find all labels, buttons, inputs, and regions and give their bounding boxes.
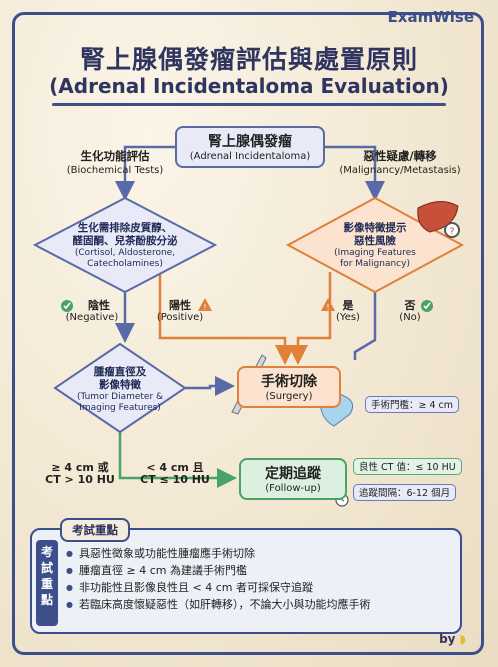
exam-point: 腫瘤直徑 ≥ 4 cm 為建議手術門檻 [66, 562, 370, 579]
exam-side-char: 點 [40, 593, 53, 607]
warning-icon-yes: ! [321, 298, 335, 312]
label-malignancy: 惡性疑慮/轉移 (Malignancy/Metastasis) [330, 150, 470, 177]
bio-diamond-en1: (Cortisol, Aldosterone, [74, 248, 176, 258]
page-subtitle: (Adrenal Incidentaloma Evaluation) [49, 74, 449, 98]
arrow-imaging-yes [288, 272, 332, 365]
node-surgery-cn: 手術切除 [261, 374, 317, 390]
branch-small-tumor: < 4 cm 且 CT ≤ 10 HU [135, 462, 215, 486]
bio-diamond-cn1: 生化需排除皮質醇、 [77, 222, 173, 234]
tumor-diamond-en2: Imaging Features) [79, 403, 161, 413]
surgery-threshold-tag: 手術門檻：≥ 4 cm [365, 396, 460, 413]
bio-diamond-en2: Catecholamines) [87, 259, 163, 269]
arrow-top-to-imaging [325, 145, 385, 201]
arrow-bio-positive [158, 270, 295, 365]
magnifier-icon: ? [444, 222, 460, 238]
exam-point: 非功能性且影像良性且 < 4 cm 者可採保守追蹤 [66, 579, 370, 596]
branch-small-l2: CT ≤ 10 HU [140, 473, 210, 486]
tumor-diamond-cn2: 影像特徵 [99, 379, 141, 391]
branch-no-cn: 否 [404, 299, 416, 312]
branch-small-l1: < 4 cm 且 [146, 461, 204, 474]
branch-no: 否 (No) [395, 300, 425, 324]
imaging-diamond-en2: for Malignancy) [340, 259, 410, 269]
exam-side-char: 試 [40, 561, 53, 575]
exam-side-char: 重 [40, 577, 53, 591]
arrow-imaging-no [353, 288, 377, 360]
node-surgery-en: (Surgery) [265, 391, 313, 402]
branch-negative: 陰性 (Negative) [62, 300, 122, 324]
node-follow-up: 定期追蹤 (Follow-up) [239, 458, 347, 500]
branch-large-tumor: ≥ 4 cm 或 CT > 10 HU [40, 462, 120, 486]
label-biochemical-en: (Biochemical Tests) [66, 165, 164, 176]
arrow-tumor-large [185, 376, 235, 396]
imaging-diamond-en1: (Imaging Features [334, 248, 416, 258]
node-surgery: 手術切除 (Surgery) [237, 366, 341, 408]
arrow-tumor-small [118, 430, 237, 488]
tumor-diamond-cn1: 腫瘤直徑及 [93, 366, 147, 378]
brand-logo: ExamWise [387, 8, 474, 26]
tumor-diamond-en1: (Tumor Diameter & [76, 392, 164, 402]
exam-side-label: 考 試 重 點 [36, 540, 58, 626]
label-malignancy-en: (Malignancy/Metastasis) [339, 165, 461, 176]
branch-yes-cn: 是 [342, 299, 354, 312]
page-frame [12, 12, 484, 655]
node-adrenal-incidentaloma: 腎上腺偶發瘤 (Adrenal Incidentaloma) [175, 126, 325, 168]
node-tumor-diamond: 腫瘤直徑及 影像特徵 (Tumor Diameter & Imaging Fea… [65, 366, 175, 414]
exam-side-char: 考 [40, 545, 53, 559]
check-icon-negative [61, 300, 73, 312]
check-icon-no [421, 300, 433, 312]
bio-diamond-cn2: 醛固酮、兒茶酚胺分泌 [72, 235, 178, 247]
exam-point: 若臨床高度懷疑惡性（如肝轉移），不論大小與功能均應手術 [66, 596, 371, 613]
warning-icon-positive: ! [198, 298, 212, 312]
branch-yes-en: (Yes) [336, 312, 360, 323]
node-top-cn: 腎上腺偶發瘤 [208, 134, 292, 150]
tumor-diamond-shape [53, 342, 187, 434]
branch-positive-en: (Positive) [156, 312, 204, 323]
svg-text:!: ! [326, 303, 329, 312]
branch-negative-en: (Negative) [65, 312, 119, 323]
banana-icon: ◗ [459, 632, 466, 646]
branch-large-l1: ≥ 4 cm 或 [51, 461, 109, 474]
svg-text:!: ! [203, 303, 206, 312]
svg-text:?: ? [450, 227, 455, 237]
byline-text: by [439, 632, 456, 646]
arrow-top-to-bio [115, 145, 175, 201]
benign-ct-tag: 良性 CT 值：≤ 10 HU [353, 458, 462, 475]
exam-point: 具惡性徵象或功能性腫瘤應手術切除 [66, 545, 370, 562]
label-biochemical-cn: 生化功能評估 [80, 149, 150, 163]
node-imaging-diamond: 影像特徵提示 惡性風險 (Imaging Features for Malign… [320, 222, 430, 270]
exam-points-list: 具惡性徵象或功能性腫瘤應手術切除 腫瘤直徑 ≥ 4 cm 為建議手術門檻 非功能… [66, 545, 371, 613]
imaging-diamond-cn2: 惡性風險 [354, 235, 396, 247]
exam-points-title: 考試重點 [60, 518, 130, 542]
page-title: 腎上腺偶發瘤評估與處置原則 [79, 45, 418, 74]
imaging-diamond-cn1: 影像特徵提示 [343, 222, 407, 234]
branch-positive: 陽性 (Positive) [150, 300, 210, 324]
branch-yes: 是 (Yes) [330, 300, 366, 324]
branch-negative-cn: 陰性 [88, 299, 110, 312]
node-followup-cn: 定期追蹤 [265, 466, 321, 482]
branch-no-en: (No) [399, 312, 421, 323]
title-underline [52, 103, 446, 106]
node-bio-diamond: 生化需排除皮質醇、 醛固酮、兒茶酚胺分泌 (Cortisol, Aldoster… [55, 222, 195, 270]
follow-up-interval-tag: 追蹤間隔：6-12 個月 [353, 484, 457, 501]
branch-large-l2: CT > 10 HU [45, 473, 115, 486]
label-biochemical: 生化功能評估 (Biochemical Tests) [55, 150, 175, 177]
byline: by ◗ [439, 632, 466, 646]
bio-diamond-shape [32, 196, 218, 294]
node-top-en: (Adrenal Incidentaloma) [189, 151, 311, 162]
label-malignancy-cn: 惡性疑慮/轉移 [363, 149, 437, 163]
node-followup-en: (Follow-up) [265, 483, 321, 494]
branch-positive-cn: 陽性 [169, 299, 191, 312]
